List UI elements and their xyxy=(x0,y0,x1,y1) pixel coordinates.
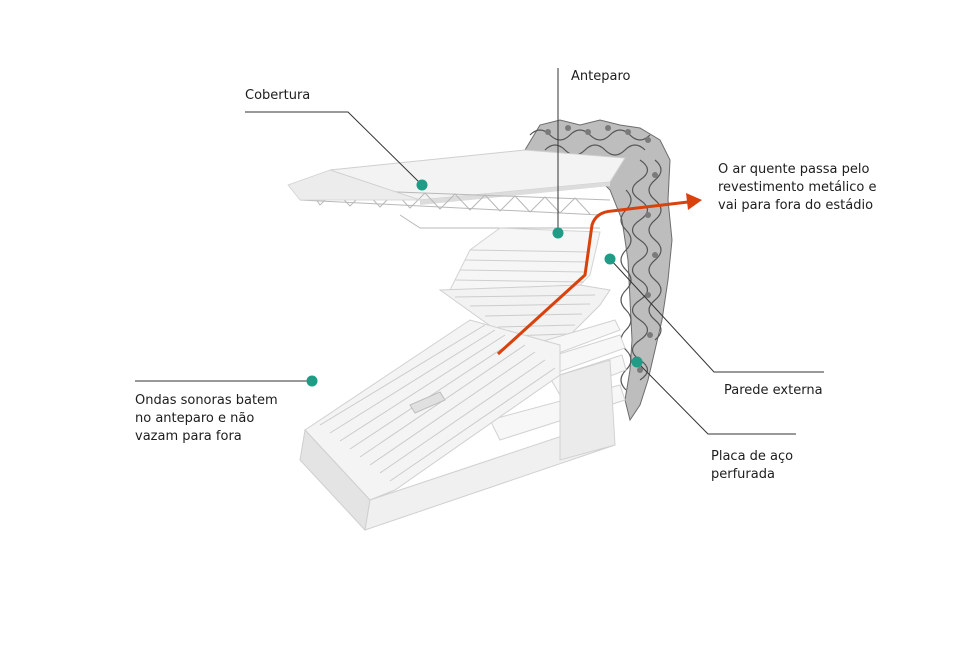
marker-anteparo xyxy=(552,227,564,239)
label-cobertura: Cobertura xyxy=(245,88,311,103)
label-sound-waves: Ondas sonoras batem no anteparo e não va… xyxy=(135,393,278,444)
lower-grandstand xyxy=(299,319,616,532)
marker-cobertura xyxy=(416,179,428,191)
hot-air-flow-arrow xyxy=(496,193,702,356)
roof-cobertura xyxy=(287,149,626,229)
leader-cobertura xyxy=(245,111,423,186)
perforated-facade xyxy=(524,119,673,422)
leader-placa xyxy=(636,361,796,435)
leader-lines xyxy=(135,68,824,435)
label-anteparo: Anteparo xyxy=(571,69,631,84)
marker-ondas xyxy=(306,375,318,387)
markers xyxy=(306,179,643,387)
arrowhead-icon xyxy=(686,193,702,210)
label-external-wall: Parede externa xyxy=(724,383,823,398)
label-hot-air: O ar quente passa pelo revestimento metá… xyxy=(718,162,877,213)
leader-parede xyxy=(609,258,824,373)
marker-parede xyxy=(604,253,616,265)
marker-placa xyxy=(631,356,643,368)
label-perforated-plate: Placa de aço perfurada xyxy=(711,449,794,482)
